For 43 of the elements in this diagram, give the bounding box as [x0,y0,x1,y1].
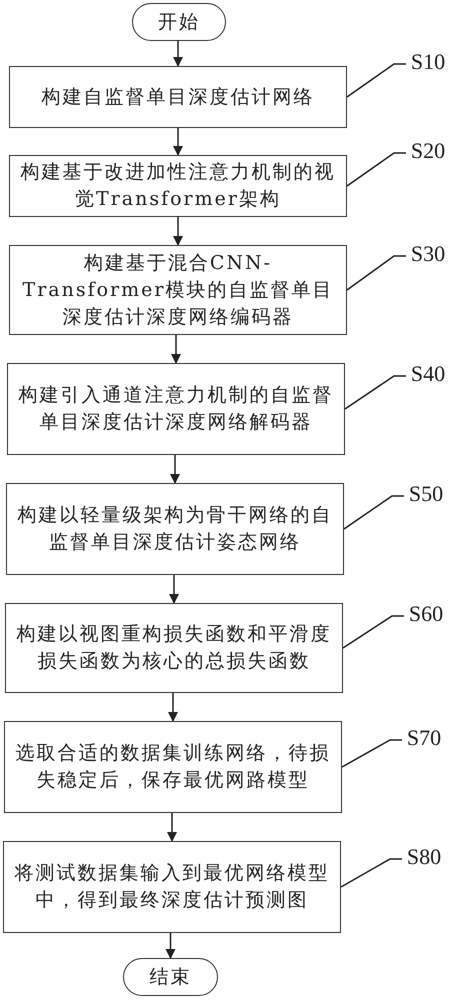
step-label: S40 [406,360,450,388]
leader-line [342,615,404,649]
arrow [169,575,179,604]
leader-line [344,375,406,410]
process-box [9,155,347,217]
leader-line [340,858,402,888]
process-box [9,245,347,335]
step-text: 构建自监督单目深度估计网络 [42,84,314,110]
arrow [168,693,178,722]
arrow [167,813,177,842]
process-box [4,721,342,813]
step-label: S50 [404,480,448,508]
process-box [3,841,341,933]
step-text: 将测试数据集输入到最优网络模型中，得到最终深度估计预测图 [14,861,330,913]
step-label: S80 [402,843,446,871]
terminal-text: 结束 [150,964,192,990]
process-box [9,66,347,128]
leader-line [342,739,402,768]
arrow [173,41,183,67]
arrow [171,335,181,364]
arrow [173,128,183,156]
leader-line [346,63,406,98]
step-label: S70 [402,724,446,752]
leader-line [346,152,406,187]
arrow [166,933,176,959]
leader-line [344,495,404,530]
step-text: 构建以视图重构损失函数和平滑度损失函数为核心的总损失函数 [16,622,332,674]
step-text: 构建以轻量级架构为骨干网络的自监督单目深度估计姿态网络 [17,503,333,555]
process-box [5,603,343,693]
step-text: 构建基于改进加性注意力机制的视觉Transformer架构 [20,160,336,212]
step-label: S20 [406,137,450,165]
step-text: 构建基于混合CNN-Transformer模块的自监督单目深度估计深度网络编码器 [22,250,334,330]
arrow [170,455,180,484]
step-label: S10 [406,48,450,76]
step-label: S30 [406,240,450,268]
leader-line [346,255,406,291]
process-box [7,363,345,455]
process-box [6,483,344,575]
arrow [173,217,183,246]
step-text: 选取合适的数据集训练网络，待损失稳定后，保存最优网路模型 [15,741,331,793]
terminal-text: 开始 [158,10,200,34]
step-label: S60 [404,600,448,628]
step-text: 构建引入通道注意力机制的自监督单目深度估计深度网络解码器 [18,383,334,435]
